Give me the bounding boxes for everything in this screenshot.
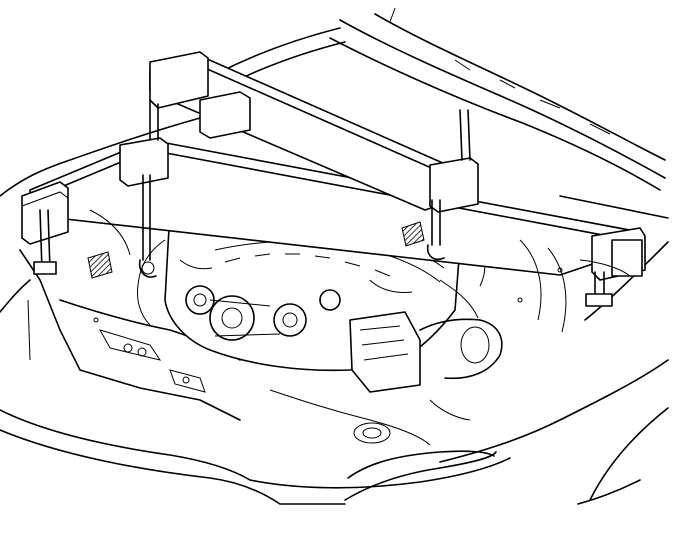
engine-support-fixture xyxy=(21,51,646,307)
hood-panel xyxy=(219,7,666,191)
left-fender xyxy=(0,117,281,505)
lifting-chain-right xyxy=(401,109,471,261)
front-bumper xyxy=(249,450,511,505)
lifting-chain-left xyxy=(87,174,157,279)
engine-bay-details xyxy=(27,209,631,361)
